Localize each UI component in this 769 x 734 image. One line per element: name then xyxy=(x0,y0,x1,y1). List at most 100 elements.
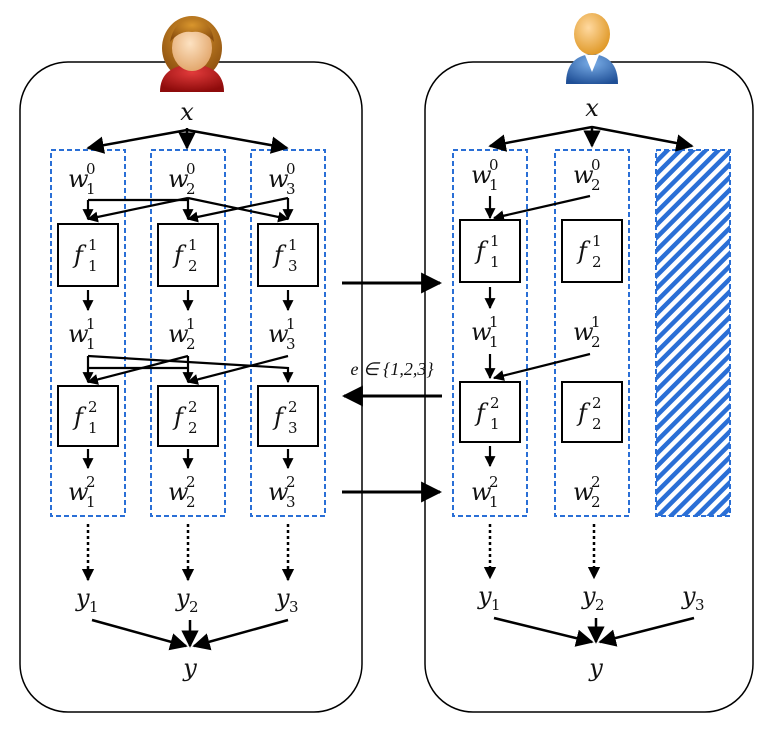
svg-text:2: 2 xyxy=(591,333,601,351)
svg-text:2: 2 xyxy=(186,335,196,353)
left-w0-3: w 3 0 xyxy=(268,160,296,198)
right-column-3-hatched xyxy=(655,149,731,517)
svg-text:w: w xyxy=(573,478,594,506)
svg-text:1: 1 xyxy=(489,333,499,351)
svg-text:1: 1 xyxy=(89,598,99,616)
svg-text:0: 0 xyxy=(286,160,296,178)
right-w0-1: w 1 0 xyxy=(471,156,499,194)
svg-text:3: 3 xyxy=(289,598,299,616)
svg-text:2: 2 xyxy=(188,398,198,416)
svg-text:1: 1 xyxy=(490,253,500,271)
right-f1-1: f 1 1 xyxy=(459,219,521,283)
svg-text:w: w xyxy=(68,165,89,193)
svg-text:3: 3 xyxy=(286,493,296,511)
svg-text:1: 1 xyxy=(188,236,198,254)
left-w0-1: w 1 0 xyxy=(68,160,96,198)
left-f2-1: f 1 2 xyxy=(57,385,119,447)
left-w1-2: w 2 1 xyxy=(168,315,196,353)
svg-text:1: 1 xyxy=(286,315,296,333)
svg-text:2: 2 xyxy=(189,598,199,616)
svg-text:2: 2 xyxy=(592,415,602,433)
svg-text:2: 2 xyxy=(188,257,198,275)
right-w2-2: w 2 2 xyxy=(573,473,601,511)
svg-text:y: y xyxy=(175,584,190,612)
male-user-icon xyxy=(566,13,618,84)
svg-text:1: 1 xyxy=(86,315,96,333)
svg-text:1: 1 xyxy=(490,232,500,250)
svg-text:1: 1 xyxy=(592,232,602,250)
svg-text:2: 2 xyxy=(88,398,98,416)
right-w1-2: w 2 1 xyxy=(573,313,601,351)
svg-text:w: w xyxy=(68,478,89,506)
svg-text:2: 2 xyxy=(186,180,196,198)
left-w2-3: w 3 2 xyxy=(268,473,296,511)
svg-text:2: 2 xyxy=(288,398,298,416)
svg-text:1: 1 xyxy=(88,236,98,254)
svg-text:1: 1 xyxy=(489,176,499,194)
left-f1-2: f 2 1 xyxy=(157,223,219,287)
svg-text:3: 3 xyxy=(695,596,705,614)
svg-text:0: 0 xyxy=(86,160,96,178)
svg-text:1: 1 xyxy=(86,180,96,198)
svg-text:3: 3 xyxy=(286,335,296,353)
svg-text:w: w xyxy=(168,165,189,193)
svg-text:y: y xyxy=(275,584,290,612)
right-y-1: y 1 xyxy=(477,582,501,614)
left-w2-1: w 1 2 xyxy=(68,473,96,511)
left-y-1: y 1 xyxy=(75,584,99,616)
svg-text:1: 1 xyxy=(186,315,196,333)
svg-text:2: 2 xyxy=(489,473,499,491)
left-w0-2: w 2 0 xyxy=(168,160,196,198)
svg-text:0: 0 xyxy=(489,156,499,174)
svg-text:y: y xyxy=(477,582,492,610)
svg-text:3: 3 xyxy=(288,257,298,275)
svg-text:2: 2 xyxy=(592,253,602,271)
svg-text:w: w xyxy=(168,478,189,506)
right-f2-1: f 1 2 xyxy=(459,381,521,443)
svg-text:w: w xyxy=(68,320,89,348)
left-f2-2: f 2 2 xyxy=(157,385,219,447)
right-output-y: y xyxy=(588,654,603,682)
svg-text:2: 2 xyxy=(591,493,601,511)
left-crossing-arrows-layer2 xyxy=(82,354,294,385)
svg-text:1: 1 xyxy=(591,313,601,331)
svg-text:0: 0 xyxy=(186,160,196,178)
svg-text:0: 0 xyxy=(591,156,601,174)
svg-text:w: w xyxy=(268,478,289,506)
svg-text:1: 1 xyxy=(288,236,298,254)
svg-text:w: w xyxy=(471,318,492,346)
svg-text:w: w xyxy=(268,320,289,348)
svg-text:y: y xyxy=(581,582,596,610)
left-f1-3: f 3 1 xyxy=(257,223,319,287)
svg-text:1: 1 xyxy=(88,419,98,437)
right-w2-1: w 1 2 xyxy=(471,473,499,511)
svg-text:w: w xyxy=(268,165,289,193)
left-f1-1: f 1 1 xyxy=(57,223,119,287)
svg-text:2: 2 xyxy=(592,394,602,412)
svg-text:2: 2 xyxy=(286,473,296,491)
svg-text:2: 2 xyxy=(591,473,601,491)
right-w1-1: w 1 1 xyxy=(471,313,499,351)
svg-text:w: w xyxy=(471,161,492,189)
svg-text:2: 2 xyxy=(188,419,198,437)
svg-text:1: 1 xyxy=(86,335,96,353)
svg-text:2: 2 xyxy=(591,176,601,194)
left-w2-2: w 2 2 xyxy=(168,473,196,511)
svg-text:2: 2 xyxy=(86,473,96,491)
svg-text:w: w xyxy=(573,161,594,189)
svg-text:1: 1 xyxy=(491,596,501,614)
female-user-icon xyxy=(160,16,224,92)
svg-text:w: w xyxy=(573,318,594,346)
svg-text:1: 1 xyxy=(489,313,499,331)
svg-text:1: 1 xyxy=(88,257,98,275)
right-y-3: y 3 xyxy=(681,582,705,614)
right-y-2: y 2 xyxy=(581,582,605,614)
left-w1-3: w 3 1 xyxy=(268,315,296,353)
svg-text:w: w xyxy=(168,320,189,348)
left-output-y: y xyxy=(182,654,197,682)
svg-text:3: 3 xyxy=(288,419,298,437)
left-crossing-arrows-layer1 xyxy=(82,196,294,223)
right-f2-2: f 2 2 xyxy=(561,381,623,443)
svg-text:w: w xyxy=(471,478,492,506)
